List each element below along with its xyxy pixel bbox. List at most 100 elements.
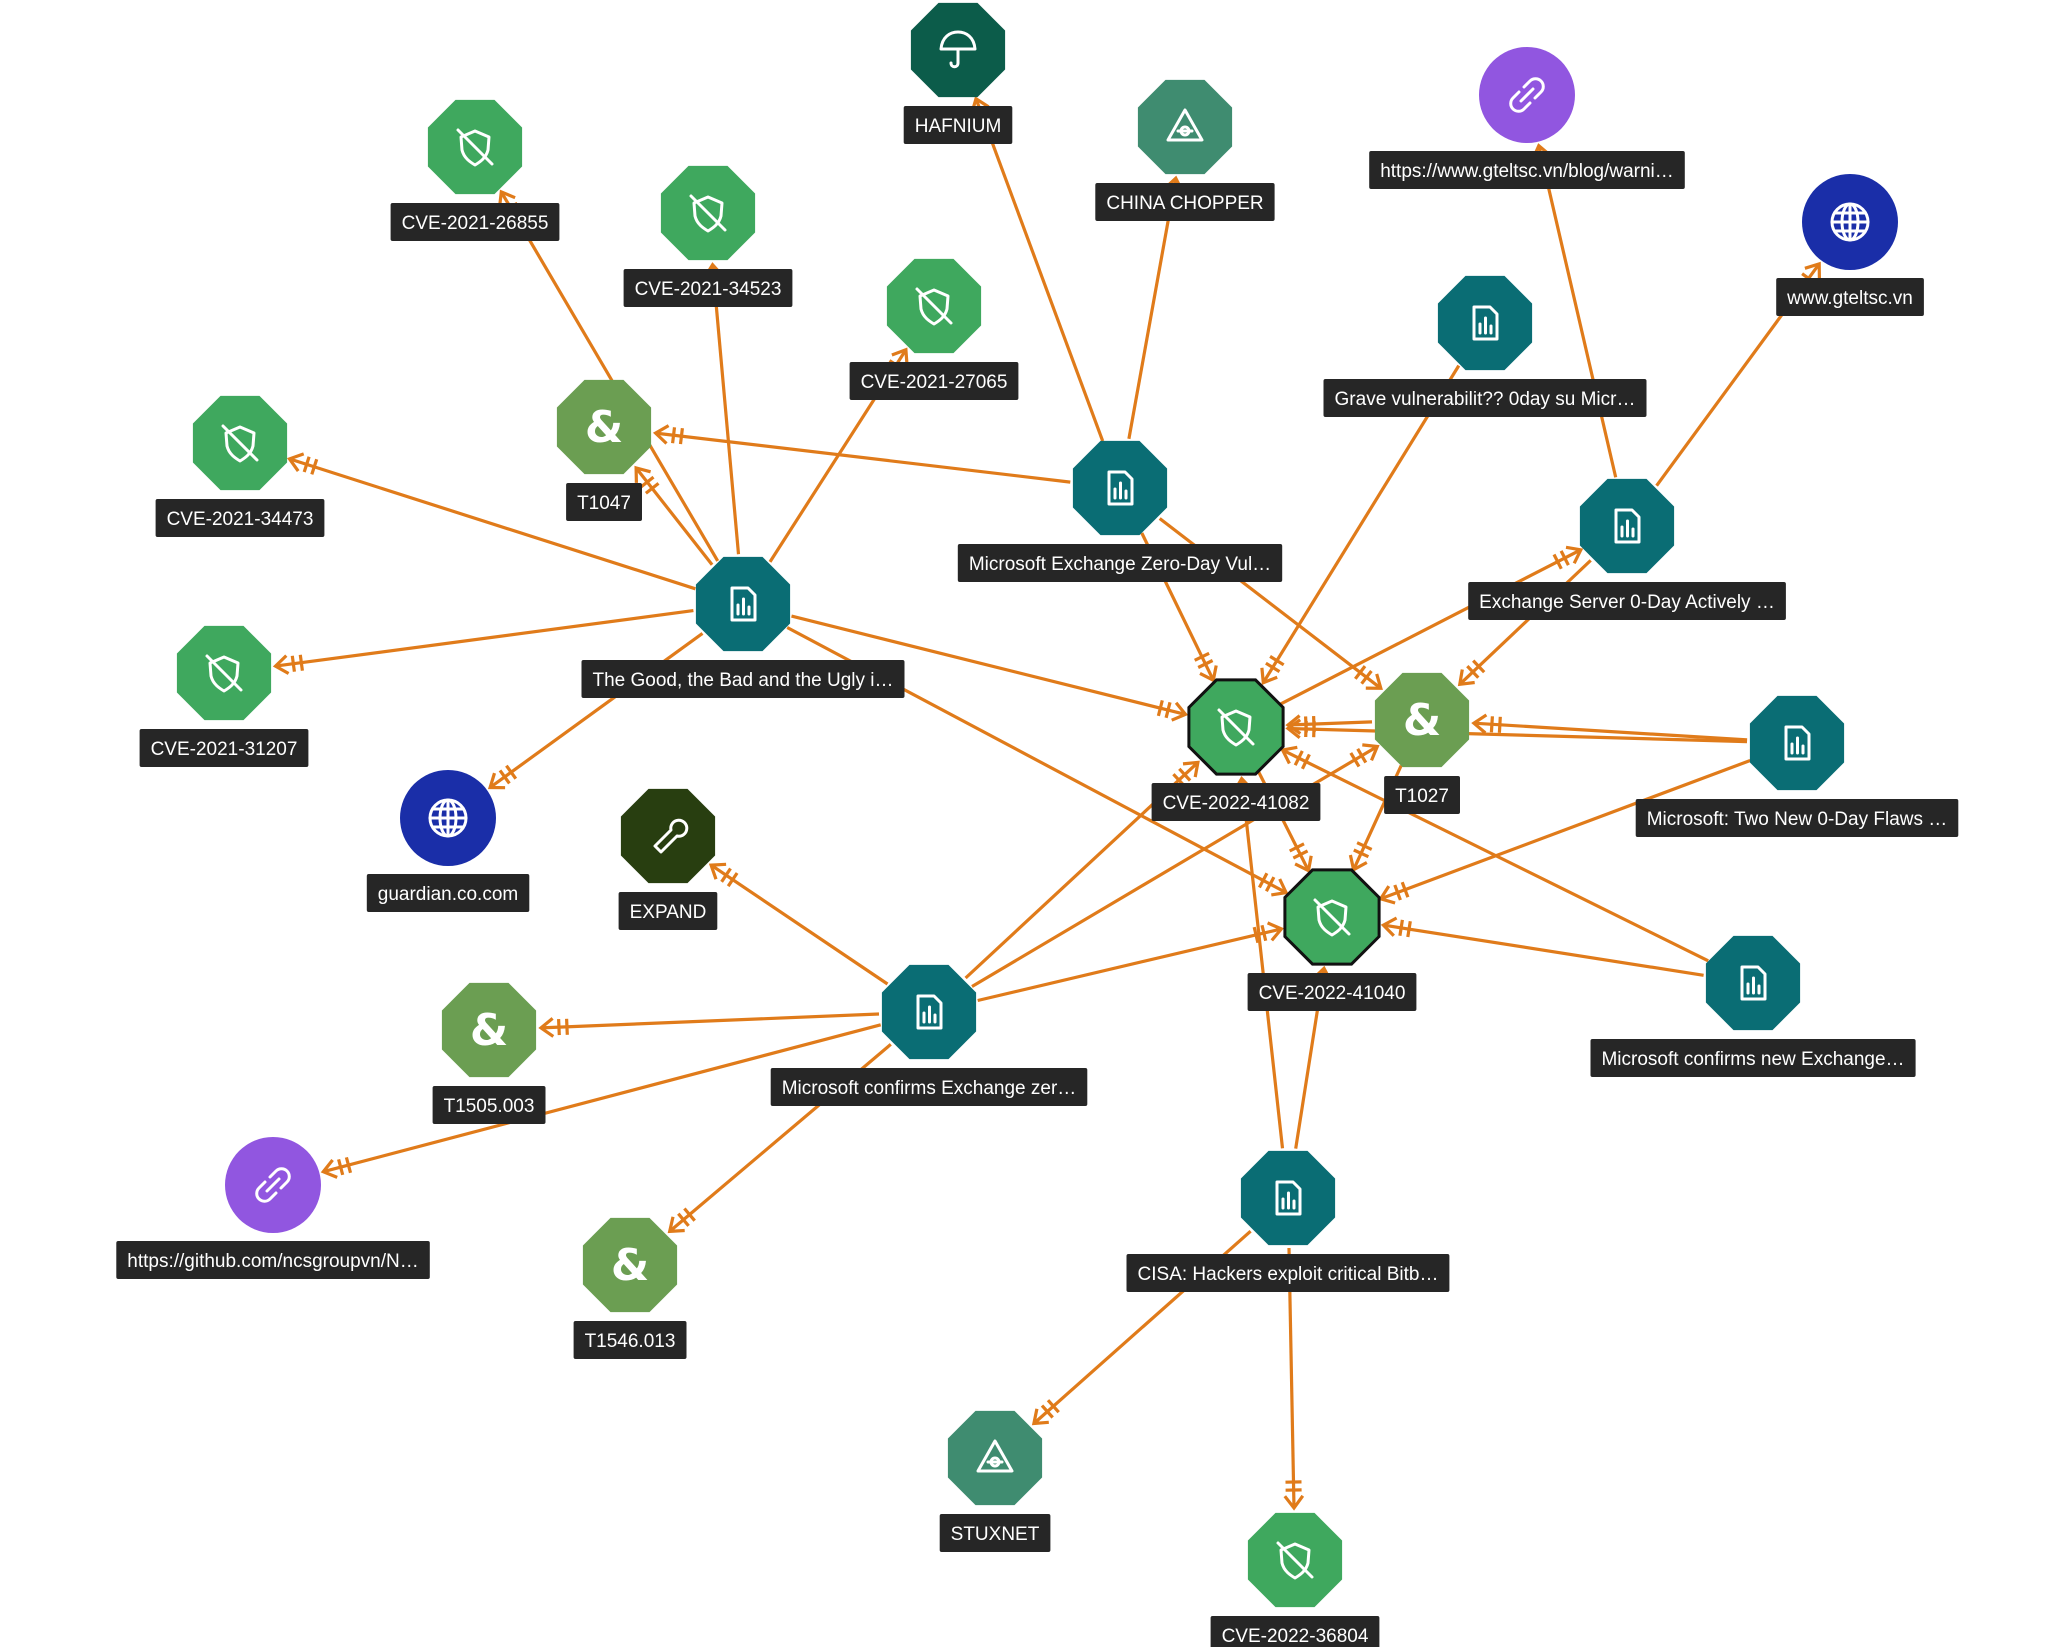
relationship-edge[interactable]: [703, 262, 741, 555]
relationship-edge[interactable]: [487, 632, 704, 790]
relationship-edge[interactable]: [538, 1012, 880, 1038]
relationship-edge[interactable]: [286, 452, 696, 591]
graph-node-vulnerability[interactable]: CVE-2021-27065: [849, 258, 1019, 400]
graph-node-vulnerability[interactable]: CVE-2022-41082: [1151, 678, 1321, 821]
graph-node-tool[interactable]: EXPAND: [618, 788, 718, 930]
edge-tick: [337, 1158, 345, 1176]
node-label-box: [1247, 973, 1417, 1011]
ampersand-icon: &: [470, 1005, 508, 1056]
relationship-edge[interactable]: [1378, 759, 1751, 905]
node-label-box: [957, 544, 1283, 582]
relationship-edge[interactable]: [1471, 713, 1748, 742]
graph-node-vulnerability[interactable]: CVE-2021-26855: [390, 99, 560, 241]
relationship-edge[interactable]: [1380, 916, 1704, 977]
graph-node-technique[interactable]: &T1505.003: [432, 982, 546, 1124]
node-label-box: [155, 499, 325, 537]
graph-node-url[interactable]: https://www.gteltsc.vn/blog/warni…: [1369, 47, 1685, 189]
graph-node-vulnerability[interactable]: CVE-2022-36804: [1210, 1512, 1380, 1647]
link-icon: [1509, 77, 1545, 113]
node-label-box: [903, 106, 1013, 144]
node-label: CVE-2022-36804: [1222, 1626, 1369, 1647]
edge-arrowhead: [667, 1216, 685, 1234]
node-label: https://www.gteltsc.vn/blog/warni…: [1380, 161, 1674, 182]
graph-node-report[interactable]: Microsoft: Two New 0-Day Flaws …: [1635, 695, 1959, 837]
graph-node-url[interactable]: https://github.com/ncsgroupvn/N…: [116, 1137, 430, 1279]
graph-node-report[interactable]: Microsoft confirms Exchange zer…: [770, 964, 1088, 1106]
edge-arrowhead: [320, 1159, 338, 1179]
graph-node-vulnerability[interactable]: CVE-2021-31207: [139, 625, 309, 767]
biohazard-triangle-icon: [1166, 108, 1204, 142]
svg-text:&: &: [585, 402, 623, 453]
graph-node-report[interactable]: CISA: Hackers exploit critical Bitb…: [1126, 1150, 1450, 1292]
relationship-edge[interactable]: [1285, 714, 1373, 735]
node-label: Microsoft: Two New 0-Day Flaws …: [1647, 809, 1948, 830]
node-label-box: [1468, 582, 1786, 620]
relationship-edge[interactable]: [1279, 545, 1584, 706]
edge-line: [275, 609, 694, 668]
node-label-box: [1210, 1616, 1380, 1647]
relationship-edge[interactable]: [1232, 776, 1285, 1149]
graph-node-technique[interactable]: &T1027: [1374, 672, 1470, 814]
relationship-edge[interactable]: [1531, 143, 1618, 478]
graph-node-vulnerability[interactable]: CVE-2021-34473: [155, 395, 325, 537]
edge-arrowhead: [1348, 854, 1368, 873]
edge-line: [791, 614, 1186, 716]
edge-tick: [1466, 664, 1480, 679]
node-shape: [582, 1217, 678, 1313]
graph-node-intrusion-set[interactable]: HAFNIUM: [903, 2, 1013, 144]
relationship-edge[interactable]: [320, 1023, 882, 1179]
relationship-edge[interactable]: [1457, 559, 1592, 687]
svg-text:&: &: [611, 1240, 649, 1291]
edge-tick: [344, 1156, 353, 1174]
shield-off-icon: [689, 194, 727, 233]
graph-node-report[interactable]: Exchange Server 0-Day Actively …: [1468, 478, 1786, 620]
edge-arrowhead: [1457, 669, 1475, 687]
edge-line: [1473, 721, 1748, 742]
edge-tick: [557, 1019, 561, 1036]
relationship-edge[interactable]: [977, 921, 1284, 1003]
relationship-edge[interactable]: [708, 862, 889, 986]
edge-tick: [1356, 747, 1368, 764]
edge-line: [634, 466, 714, 566]
graph-node-technique[interactable]: &T1546.013: [573, 1217, 687, 1359]
graph-node-report[interactable]: Microsoft confirms new Exchange…: [1590, 935, 1916, 1077]
shield-off-icon: [915, 287, 953, 326]
node-shape: [620, 788, 716, 884]
graph-node-domain[interactable]: www.gteltsc.vn: [1776, 174, 1924, 316]
edge-arrowhead: [1294, 855, 1313, 873]
node-label: EXPAND: [630, 902, 707, 923]
edge-tick: [1252, 926, 1260, 944]
node-label: CVE-2022-41082: [1163, 793, 1310, 814]
graph-node-technique[interactable]: &T1047: [556, 379, 652, 521]
edge-line: [1537, 145, 1618, 478]
relationship-edge[interactable]: [1260, 364, 1461, 685]
edge-tick: [726, 872, 739, 888]
report-icon: [916, 994, 943, 1030]
relationship-edge[interactable]: [791, 614, 1189, 722]
edge-line: [1281, 748, 1709, 963]
shield-off-icon: [1276, 1541, 1314, 1580]
relationship-edge[interactable]: [1280, 745, 1709, 963]
edge-arrowhead: [1285, 718, 1302, 740]
graph-node-report[interactable]: Microsoft Exchange Zero-Day Vul…: [957, 440, 1283, 582]
edge-tick: [683, 1207, 696, 1222]
edge-arrowhead: [1283, 1494, 1305, 1511]
edge-tick: [1264, 876, 1276, 892]
report-icon: [730, 586, 757, 622]
relationship-edge[interactable]: [272, 609, 694, 675]
relationship-edge[interactable]: [652, 424, 1071, 484]
graph-node-malware[interactable]: STUXNET: [939, 1410, 1051, 1552]
biohazard-triangle-icon: [976, 1439, 1014, 1473]
graph-node-domain[interactable]: guardian.co.com: [366, 770, 530, 912]
graph-node-vulnerability[interactable]: CVE-2022-41040: [1247, 868, 1417, 1011]
graph-node-report[interactable]: The Good, the Bad and the Ugly i…: [581, 556, 905, 698]
shield-off-icon: [1313, 898, 1351, 937]
edge-arrowhead: [272, 654, 290, 675]
node-label-box: [1384, 776, 1460, 814]
graph-node-report[interactable]: Grave vulnerabilit?? 0day su Micr…: [1323, 275, 1647, 417]
relationship-edge[interactable]: [634, 465, 714, 566]
graph-node-vulnerability[interactable]: CVE-2021-34523: [623, 165, 793, 307]
edge-arrowhead: [891, 347, 909, 365]
graph-node-malware[interactable]: CHINA CHOPPER: [1095, 79, 1275, 221]
